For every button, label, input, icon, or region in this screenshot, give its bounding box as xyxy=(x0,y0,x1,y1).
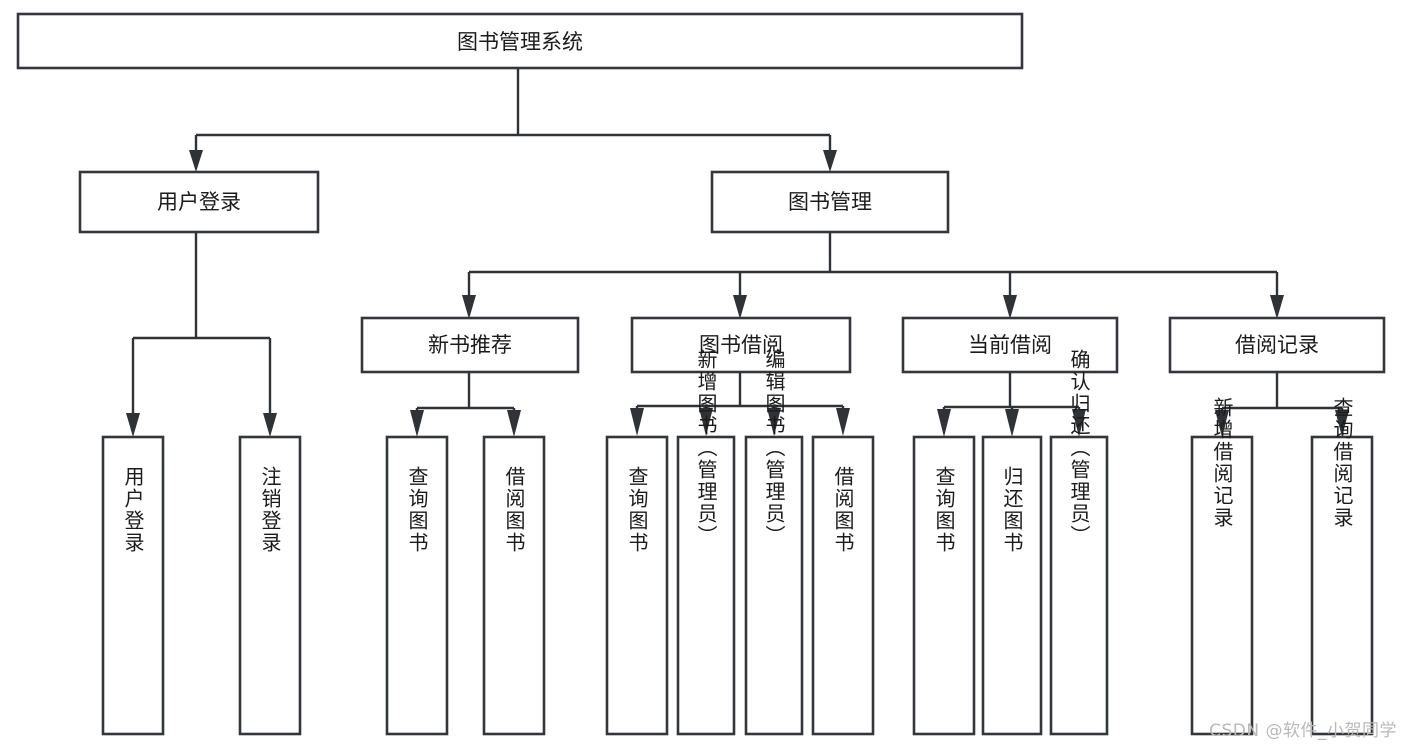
node-book-manage-label: 图书管理 xyxy=(788,190,872,214)
node-leaf-query-record-box[interactable] xyxy=(1310,435,1374,736)
node-new-book-rec-label: 新书推荐 xyxy=(428,333,512,357)
arrow-head-book-borrow xyxy=(733,295,747,319)
arrow-head-leaf-user-login xyxy=(126,413,140,437)
arrow-head-leaf-logout xyxy=(263,413,277,437)
node-root-label: 图书管理系统 xyxy=(457,30,583,54)
node-leaf-return-book-label: 归还图书 xyxy=(1000,466,1024,554)
node-leaf-edit-book-box[interactable] xyxy=(744,435,804,736)
node-book-manage-box[interactable] xyxy=(710,170,950,234)
arrow-head-leaf-borrow-book-2 xyxy=(836,408,850,436)
node-new-book-rec[interactable]: 新书推荐 xyxy=(360,316,580,374)
arrow-head-user-login xyxy=(189,150,203,172)
node-leaf-user-login-box[interactable] xyxy=(101,435,165,736)
node-user-login-box[interactable] xyxy=(78,170,320,234)
arrow-head-current-borrow xyxy=(1003,295,1017,319)
node-leaf-logout[interactable]: 注销登录 xyxy=(238,435,302,736)
arrow-head-leaf-query-book-1 xyxy=(410,410,424,437)
node-user-login-label: 用户登录 xyxy=(157,190,241,214)
arrow-head-leaf-query-record xyxy=(1335,410,1349,437)
node-current-borrow[interactable]: 当前借阅 xyxy=(901,316,1119,374)
connector-layer xyxy=(126,68,1349,437)
arrow-head-new-book-rec xyxy=(462,295,476,319)
node-leaf-query-book-3-label: 查询图书 xyxy=(932,466,956,554)
node-leaf-query-book-2-label: 查询图书 xyxy=(625,466,649,554)
node-leaf-return-book-box[interactable] xyxy=(981,435,1043,736)
node-book-borrow[interactable]: 图书借阅 xyxy=(630,316,852,374)
node-leaf-borrow-book-1[interactable]: 借阅图书 xyxy=(482,435,546,736)
node-user-login[interactable]: 用户登录 xyxy=(78,170,320,234)
node-leaf-add-record-box[interactable] xyxy=(1190,435,1254,736)
node-root[interactable]: 图书管理系统 xyxy=(16,12,1024,70)
node-leaf-borrow-book-2-box[interactable] xyxy=(811,435,875,736)
node-leaf-query-book-1-box[interactable] xyxy=(385,435,449,736)
arrow-head-leaf-return-book xyxy=(1005,409,1019,437)
node-leaf-query-book-1[interactable]: 查询图书 xyxy=(385,435,449,736)
node-leaf-query-book-3[interactable]: 查询图书 xyxy=(912,435,976,736)
node-new-book-rec-box[interactable] xyxy=(360,316,580,374)
arrow-head-leaf-query-book-2 xyxy=(630,408,644,436)
node-book-manage[interactable]: 图书管理 xyxy=(710,170,950,234)
node-current-borrow-label: 当前借阅 xyxy=(968,333,1052,357)
node-leaf-confirm-return-box[interactable] xyxy=(1049,435,1109,736)
node-leaf-user-login-label: 用户登录 xyxy=(121,466,145,554)
node-current-borrow-box[interactable] xyxy=(901,316,1119,374)
node-book-borrow-box[interactable] xyxy=(630,316,852,374)
node-leaf-edit-book[interactable]: 编辑图书（管理员） xyxy=(744,349,804,736)
node-leaf-user-login[interactable]: 用户登录 xyxy=(101,435,165,736)
node-leaf-logout-box[interactable] xyxy=(238,435,302,736)
node-leaf-add-book-box[interactable] xyxy=(676,435,736,736)
node-leaf-add-record-label: 新增借阅记录 xyxy=(1210,397,1234,529)
node-root-box[interactable] xyxy=(16,12,1024,70)
arrow-head-leaf-borrow-book-1 xyxy=(507,410,521,437)
node-borrow-record[interactable]: 借阅记录 xyxy=(1168,316,1386,374)
node-leaf-add-book[interactable]: 新增图书（管理员） xyxy=(676,349,736,736)
node-leaf-borrow-book-2-label: 借阅图书 xyxy=(831,466,855,554)
arrow-head-leaf-confirm-return xyxy=(1072,409,1086,437)
node-leaf-confirm-return[interactable]: 确认归还（管理员） xyxy=(1049,349,1109,736)
node-leaf-confirm-return-label: 确认归还（管理员） xyxy=(1067,349,1091,547)
node-leaf-borrow-book-2[interactable]: 借阅图书 xyxy=(811,435,875,736)
node-leaf-query-book-1-label: 查询图书 xyxy=(405,466,429,554)
arrow-head-leaf-add-record xyxy=(1215,410,1229,437)
arrow-head-leaf-add-book xyxy=(699,408,713,436)
arrow-head-borrow-record xyxy=(1270,295,1284,319)
node-leaf-query-book-2-box[interactable] xyxy=(605,435,669,736)
node-leaf-query-record-label: 查询借阅记录 xyxy=(1330,397,1354,529)
node-leaf-borrow-book-1-box[interactable] xyxy=(482,435,546,736)
node-borrow-record-label: 借阅记录 xyxy=(1235,333,1319,357)
arrow-head-book-manage xyxy=(823,150,837,172)
node-leaf-add-book-label: 新增图书（管理员） xyxy=(694,349,718,547)
node-leaf-return-book[interactable]: 归还图书 xyxy=(981,435,1043,736)
node-leaf-query-book-3-box[interactable] xyxy=(912,435,976,736)
node-book-borrow-label: 图书借阅 xyxy=(699,333,783,357)
node-leaf-add-record[interactable]: 新增借阅记录 xyxy=(1190,397,1254,736)
node-leaf-borrow-book-1-label: 借阅图书 xyxy=(502,466,526,554)
node-leaf-logout-label: 注销登录 xyxy=(258,466,282,554)
arrow-head-leaf-query-book-3 xyxy=(937,409,951,437)
node-leaf-query-record[interactable]: 查询借阅记录 xyxy=(1310,397,1374,736)
arrow-head-leaf-edit-book xyxy=(767,408,781,436)
node-borrow-record-box[interactable] xyxy=(1168,316,1386,374)
node-leaf-edit-book-label: 编辑图书（管理员） xyxy=(762,349,786,547)
node-leaf-query-book-2[interactable]: 查询图书 xyxy=(605,435,669,736)
